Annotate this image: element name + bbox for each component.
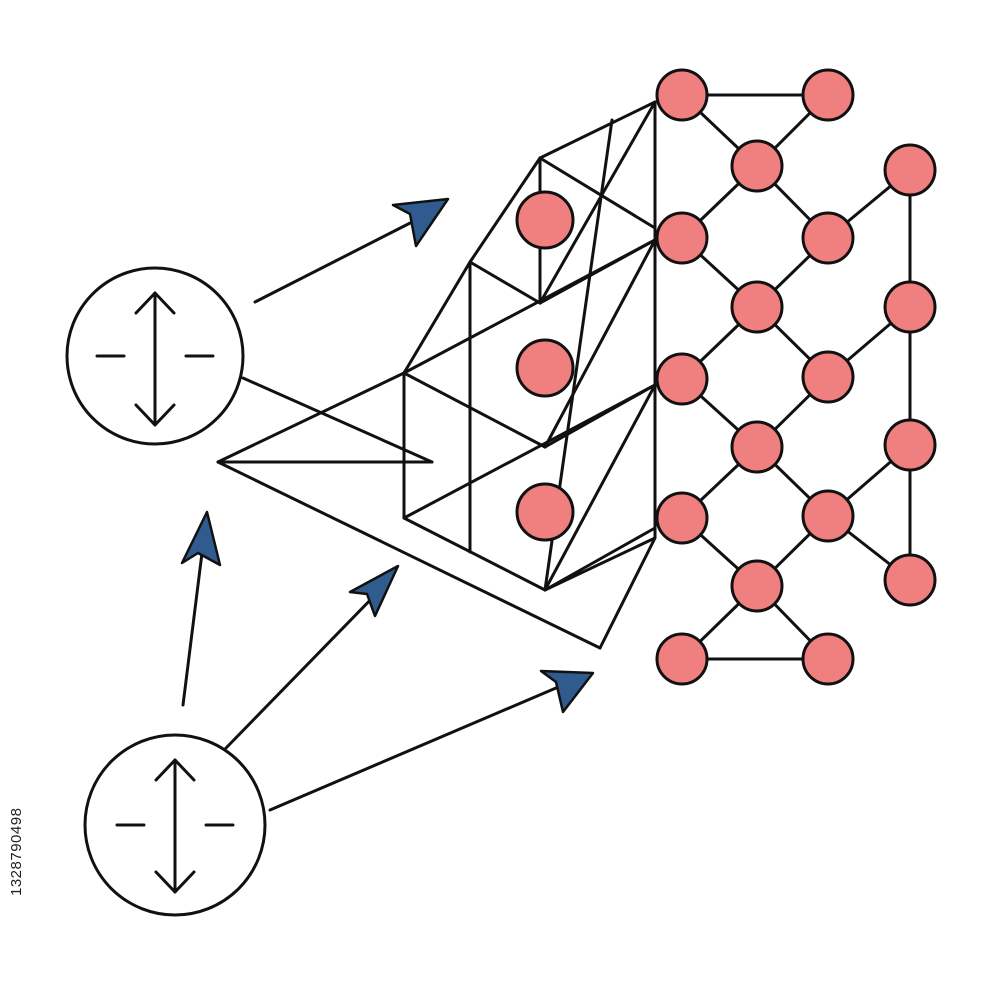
node-circle — [801, 350, 855, 404]
node-circle — [730, 139, 784, 193]
network-nodes — [515, 68, 937, 686]
arrow-down-tip-icon — [134, 403, 176, 427]
node-circle — [655, 68, 709, 122]
grid-row-line-7 — [543, 526, 657, 592]
node-circle — [801, 632, 855, 686]
grid-row-line-6 — [402, 383, 657, 520]
node-circle — [730, 559, 784, 613]
grid-col-line-4 — [538, 100, 657, 305]
arrow-shaft-bottom — [268, 680, 572, 812]
grid-node-circle — [515, 190, 575, 250]
wedge-back-edge — [216, 371, 406, 464]
operator-circle — [65, 266, 245, 446]
node-circle — [801, 489, 855, 543]
operator-circle — [83, 733, 267, 917]
node-circle — [883, 418, 937, 472]
network-edges — [680, 93, 912, 661]
node-circle — [801, 211, 855, 265]
node-circle — [655, 211, 709, 265]
arrow-up-tip-icon — [154, 758, 196, 782]
node-circle — [655, 352, 709, 406]
operator-top — [65, 266, 245, 446]
grid-node-circle — [515, 482, 575, 542]
grid-node-circle — [515, 338, 575, 398]
arrowhead-icon — [180, 510, 222, 567]
grid-row-line-8 — [538, 156, 657, 230]
grid-row-line-3 — [402, 238, 657, 375]
arrow-shaft-top — [253, 216, 422, 304]
arrow-shaft-middle — [224, 588, 382, 750]
arrowhead-icon — [391, 197, 450, 248]
arrow-up-tip-icon — [134, 291, 176, 315]
node-circle — [730, 420, 784, 474]
arrow-down-tip-icon — [154, 870, 196, 894]
node-circle — [883, 553, 937, 607]
node-circle — [883, 280, 937, 334]
arrow-shaft-left — [181, 543, 205, 707]
arrowhead-icon — [539, 669, 595, 714]
node-circle — [655, 491, 709, 545]
stock-id-text: 1328790498 — [8, 807, 25, 897]
wedge-connector — [216, 371, 602, 650]
wedge-lower-edge — [216, 460, 602, 650]
node-circle — [883, 143, 937, 197]
grid-col-line-7 — [598, 536, 657, 650]
grid-col-line-6 — [543, 383, 657, 592]
wedge-upper-edge — [241, 376, 434, 464]
node-circle — [801, 68, 855, 122]
grid-col-line-5 — [543, 238, 657, 449]
grid-outline — [402, 100, 657, 592]
grid-row-line-4 — [402, 371, 547, 449]
operator-bottom — [83, 733, 267, 917]
node-circle — [730, 280, 784, 334]
node-circle — [655, 632, 709, 686]
arrowheads — [180, 197, 595, 714]
flow-arrows — [181, 216, 572, 812]
grid-row-line-1 — [468, 260, 542, 305]
arrowhead-icon — [348, 564, 400, 618]
